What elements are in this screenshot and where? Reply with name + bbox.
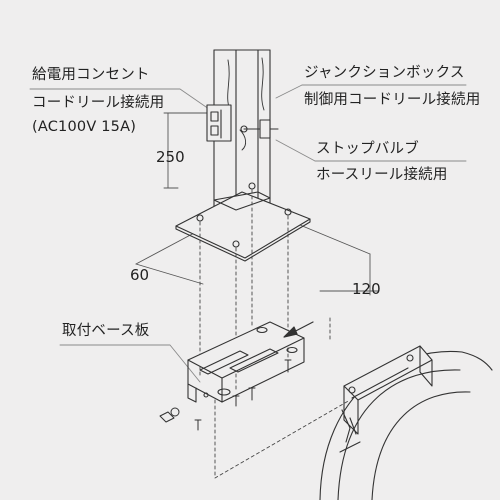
rating-label: (AC100V 15A) bbox=[32, 119, 137, 135]
hose-reel-label: ホースリール接続用 bbox=[316, 167, 448, 183]
control-cord-reel-label: 制御用コードリール接続用 bbox=[304, 92, 481, 108]
insert-arrow-icon bbox=[283, 321, 314, 338]
outlet-label: 給電用コンセント bbox=[32, 67, 150, 83]
dimension-height: 250 bbox=[156, 148, 185, 166]
stop-valve bbox=[240, 119, 279, 139]
valve-leader bbox=[275, 139, 316, 162]
outlet-box bbox=[206, 104, 232, 142]
dimension-depth: 60 bbox=[130, 266, 150, 284]
base-plate-label: 取付ベース板 bbox=[62, 323, 150, 339]
detail-view bbox=[319, 345, 493, 500]
mounting-bracket bbox=[187, 321, 305, 403]
junction-box-label: ジャンクションボックス bbox=[304, 65, 465, 81]
wing-nut-icon bbox=[159, 407, 180, 423]
square-base-plate bbox=[175, 182, 311, 262]
screws bbox=[159, 359, 292, 431]
cord-reel-label: コードリール接続用 bbox=[32, 95, 165, 111]
junction-leader bbox=[275, 84, 303, 99]
stop-valve-label: ストップバルブ bbox=[316, 141, 419, 157]
base-rule bbox=[59, 344, 201, 383]
dimension-width: 120 bbox=[352, 280, 381, 298]
